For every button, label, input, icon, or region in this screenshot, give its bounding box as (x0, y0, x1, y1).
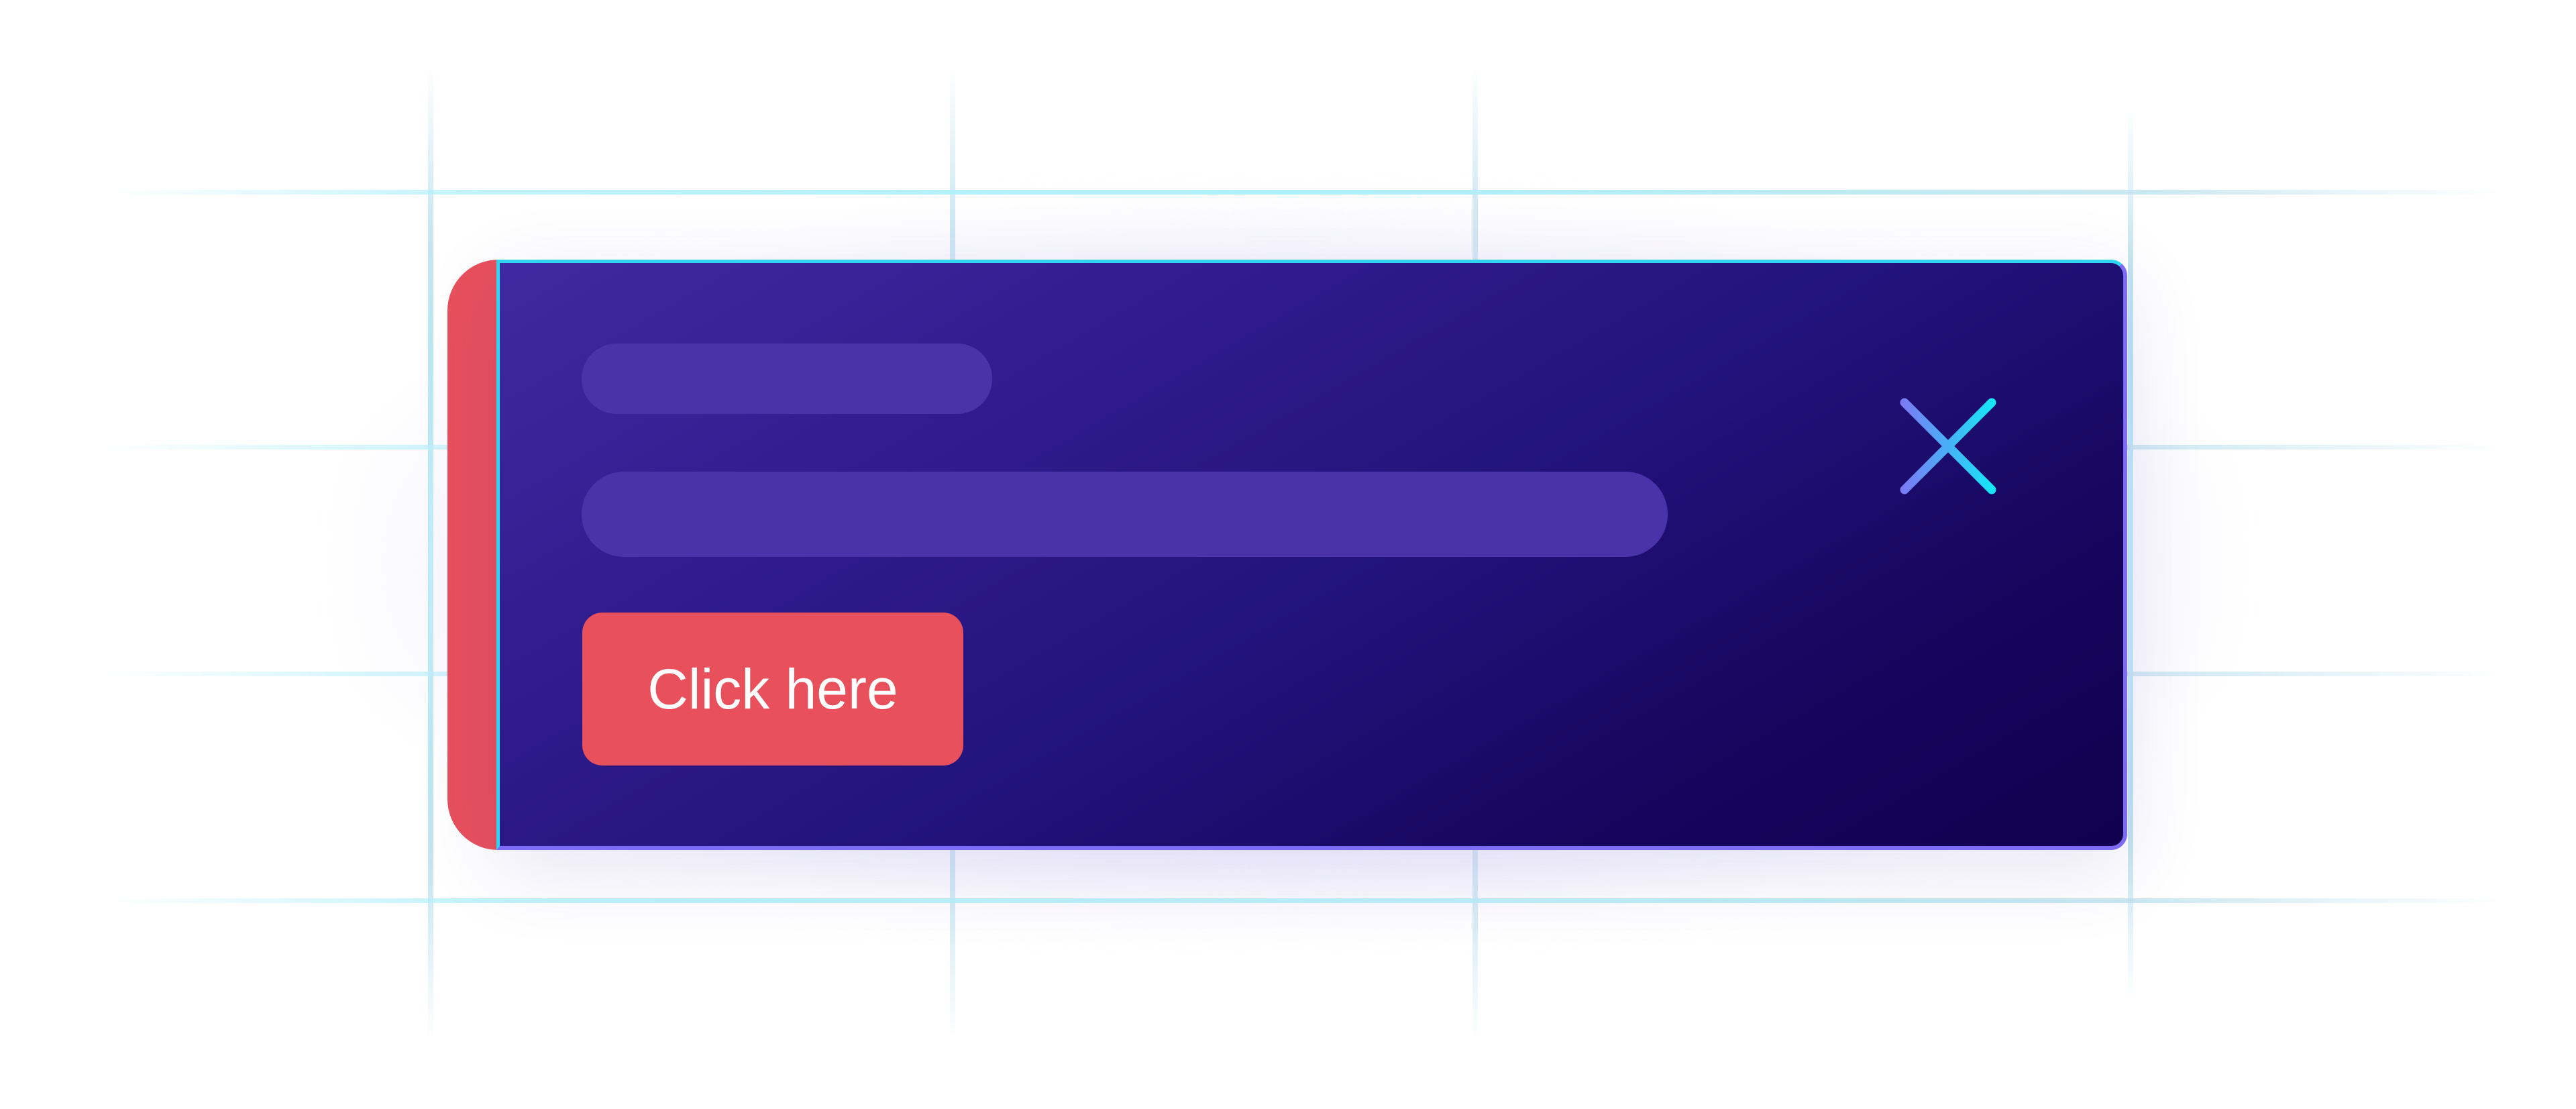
skeleton-body-placeholder (582, 472, 1668, 557)
grid-line-horizontal (107, 190, 2502, 195)
close-button[interactable] (1899, 397, 1997, 495)
close-x-icon (1900, 398, 1996, 494)
click-here-button[interactable]: Click here (582, 613, 963, 765)
notification-card: Click here (496, 260, 2127, 850)
skeleton-title-placeholder (582, 344, 992, 414)
